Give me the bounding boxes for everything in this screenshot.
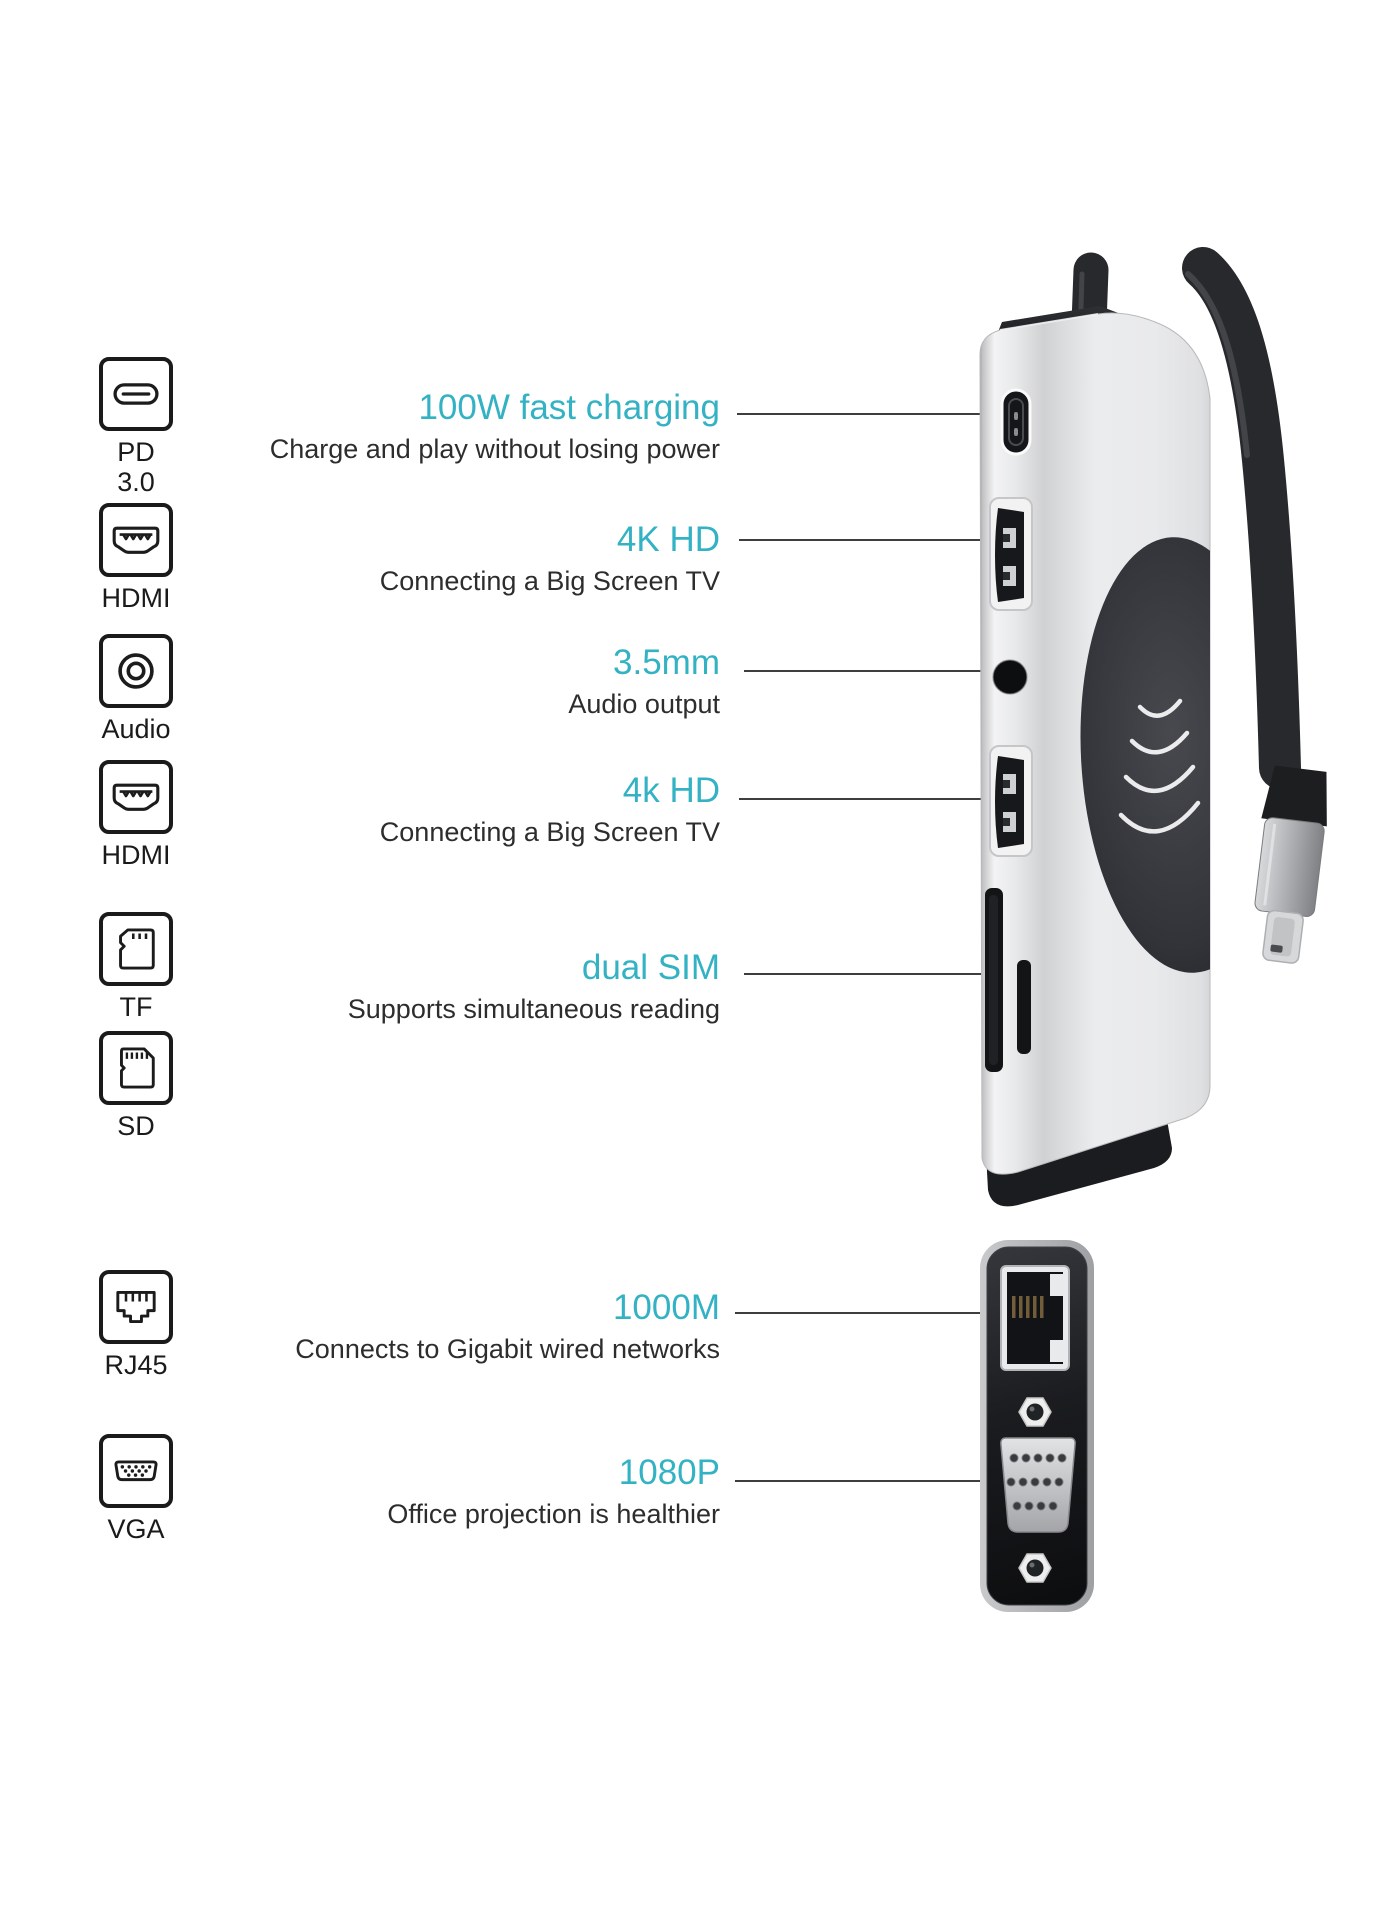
port-label: Audio [101,714,171,744]
audio-jack-icon [99,634,173,708]
usb-c-port-icon [99,357,173,431]
callout-description: Supports simultaneous reading [347,993,720,1024]
callout-line [744,973,988,975]
sd-card-icon [99,1031,173,1105]
callout-title: dual SIM [581,948,720,987]
callout-title: 100W fast charging [418,388,720,427]
port-legend-vga: VGA [98,1434,174,1545]
hdmi-port-bottom [989,745,1033,857]
port-legend-pd30: PD 3.0 [98,357,174,497]
callout-description: Office projection is healthier [387,1498,720,1529]
port-legend-hdmi-1: HDMI [98,503,174,614]
usb-c-plug [1254,765,1327,964]
tf-card-slot [1017,960,1031,1054]
wireless-waves-icon [1118,698,1201,834]
callout-fast-charging: 100W fast charging Charge and play witho… [100,386,720,467]
audio-jack-port [992,659,1028,695]
vga-port-icon [99,1434,173,1508]
callout-line [735,1480,993,1482]
callout-line [739,539,992,541]
port-label: PD 3.0 [117,437,155,497]
hdmi-port-top [989,497,1033,611]
callout-card-reader: dual SIM Supports simultaneous reading [100,946,720,1027]
tf-card-icon [99,912,173,986]
port-legend-hdmi-2: HDMI [98,760,174,871]
callout-description: Audio output [568,688,720,719]
port-legend-audio: Audio [98,634,174,745]
callout-title: 1080P [618,1453,720,1492]
port-legend-rj45: RJ45 [98,1270,174,1381]
vga-port [1000,1437,1076,1533]
callout-description: Connects to Gigabit wired networks [295,1333,720,1364]
callout-audio: 3.5mm Audio output [100,641,720,722]
hdmi-port-icon [99,503,173,577]
port-label: RJ45 [104,1350,168,1380]
port-label: HDMI [101,840,171,870]
rj45-port-icon [99,1270,173,1344]
callout-vga: 1080P Office projection is healthier [100,1451,720,1532]
hdmi-port-icon [99,760,173,834]
hub-device-photo [979,247,1327,1207]
callout-description: Connecting a Big Screen TV [379,565,720,596]
callout-title: 4k HD [622,771,720,810]
callout-description: Connecting a Big Screen TV [379,816,720,847]
port-legend-sd: SD [98,1031,174,1142]
usb-c-pd-port [1000,388,1032,456]
callout-title: 3.5mm [613,643,720,682]
callout-hdmi-top: 4K HD Connecting a Big Screen TV [100,518,720,599]
callout-title: 4K HD [616,520,720,559]
rj45-port [1000,1265,1070,1371]
port-label: SD [117,1111,155,1141]
callout-hdmi-bottom: 4k HD Connecting a Big Screen TV [100,769,720,850]
hub-end-panel-photo [980,1240,1094,1612]
callout-description: Charge and play without losing power [269,433,720,464]
wireless-charging-pad [1080,537,1210,973]
screw-top [1018,1397,1052,1427]
port-label: HDMI [101,583,171,613]
callout-line [735,1312,993,1314]
callout-title: 1000M [612,1288,720,1327]
callout-line [739,798,992,800]
port-label: VGA [107,1514,165,1544]
port-legend-tf: TF [98,912,174,1023]
screw-bottom [1018,1553,1052,1583]
port-label: TF [119,992,153,1022]
callout-line [744,670,992,672]
sd-card-slot [985,888,1003,1072]
callout-line [737,413,992,415]
callout-ethernet: 1000M Connects to Gigabit wired networks [100,1286,720,1367]
